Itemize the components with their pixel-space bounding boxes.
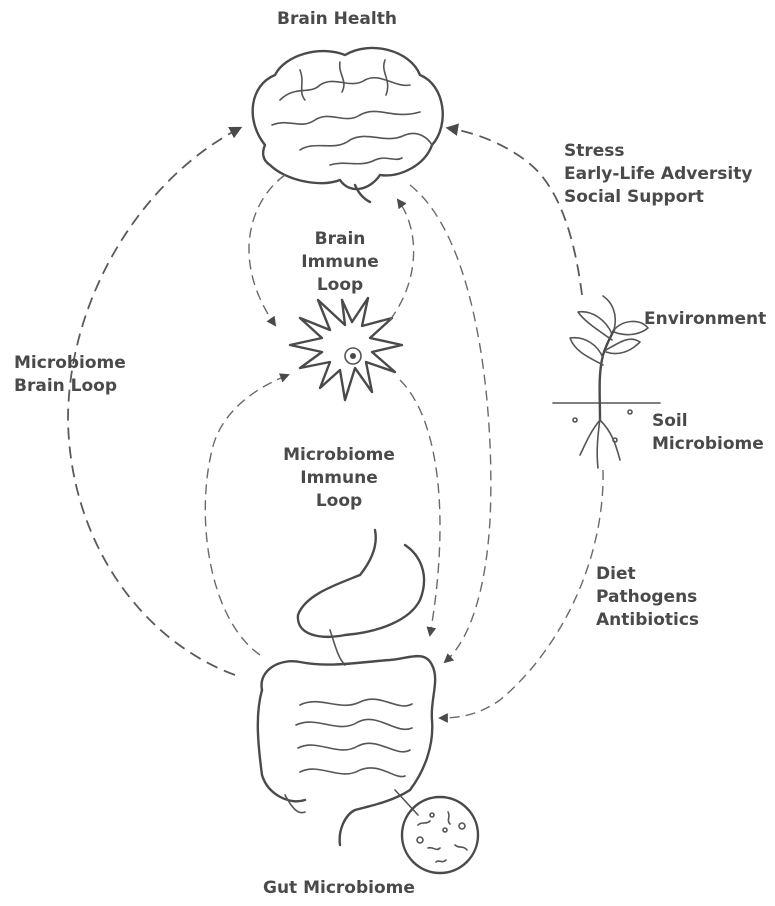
environmental-factors-label: Stress Early-Life Adversity Social Suppo… bbox=[564, 140, 752, 209]
environmental-factor-stress: Stress bbox=[564, 140, 752, 163]
gut-microbiome-label: Gut Microbiome bbox=[263, 877, 415, 900]
environment-gut-arrow bbox=[440, 470, 603, 718]
brain-immune-arrow-up bbox=[390, 200, 414, 320]
soil-microbiome-label: Soil Microbiome bbox=[652, 410, 764, 456]
digestive-tract-icon bbox=[258, 530, 435, 845]
environment-label: Environment bbox=[644, 308, 766, 331]
microbiome-immune-loop-line-3: Loop bbox=[272, 490, 406, 513]
microbiome-brain-loop-arrow bbox=[68, 128, 240, 675]
brain-immune-arrow-down bbox=[249, 175, 285, 325]
microbiome-immune-loop-label: Microbiome Immune Loop bbox=[272, 444, 406, 513]
gut-input-antibiotics: Antibiotics bbox=[596, 609, 699, 632]
environmental-factor-support: Social Support bbox=[564, 186, 752, 209]
gut-input-pathogens: Pathogens bbox=[596, 586, 699, 609]
brain-icon bbox=[253, 48, 443, 202]
environment-brain-arrow bbox=[448, 128, 582, 295]
gut-inputs-label: Diet Pathogens Antibiotics bbox=[596, 563, 699, 632]
environmental-factor-adversity: Early-Life Adversity bbox=[564, 163, 752, 186]
brain-immune-loop-line-2: Immune bbox=[300, 251, 380, 274]
microbiome-brain-loop-label: Microbiome Brain Loop bbox=[14, 352, 126, 398]
soil-microbiome-line-1: Soil bbox=[652, 410, 764, 433]
immune-cell-icon bbox=[290, 298, 402, 400]
microbiome-immune-loop-line-1: Microbiome bbox=[272, 444, 406, 467]
brain-immune-loop-line-1: Brain bbox=[300, 228, 380, 251]
microbiome-brain-loop-line-2: Brain Loop bbox=[14, 375, 126, 398]
brain-immune-loop-line-3: Loop bbox=[300, 274, 380, 297]
gut-input-diet: Diet bbox=[596, 563, 699, 586]
microbiome-immune-loop-line-2: Immune bbox=[272, 467, 406, 490]
microbiome-brain-loop-line-1: Microbiome bbox=[14, 352, 126, 375]
microbe-magnifier-icon bbox=[395, 790, 478, 873]
brain-immune-loop-label: Brain Immune Loop bbox=[300, 228, 380, 297]
brain-health-label: Brain Health bbox=[277, 8, 397, 31]
soil-microbiome-line-2: Microbiome bbox=[652, 433, 764, 456]
microbiome-immune-arrow-up bbox=[205, 375, 288, 655]
